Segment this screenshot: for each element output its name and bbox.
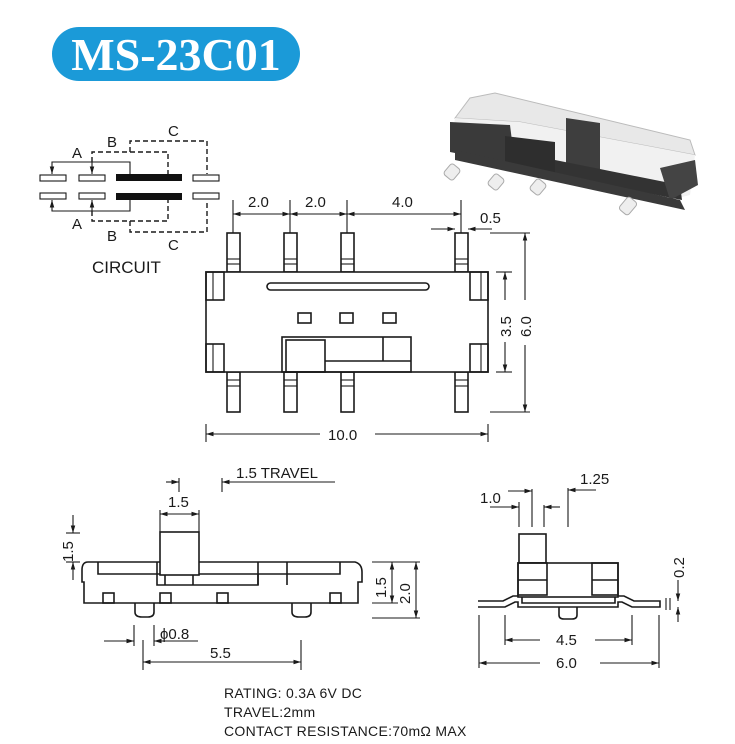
length-label: 10.0 [328,427,357,444]
pitch-dim-label: 4.0 [392,194,413,211]
terminal-a-label: A [72,216,82,233]
rating-spec: RATING: 0.3A 6V DC [224,685,362,701]
top-view-drawing: 2.0 2.0 4.0 0.5 3.5 6.0 10.0 [205,194,535,444]
body-depth-label: 3.5 [498,316,515,337]
terminal-c-label: C [168,123,179,140]
travel-spec: TRAVEL:2mm [224,704,315,720]
pins [226,232,469,413]
circuit-diagram: A B C A B C CIRCUIT [39,123,220,277]
end-view-drawing: 1.0 1.25 0.2 4.5 6.0 [478,471,688,672]
side-view-drawing: 1.5 TRAVEL 1.5 1.5 1.5 2.0 ϕ0.8 5.5 [60,465,420,670]
terminal-b-label: B [107,134,117,151]
overall-width-label: 6.0 [556,655,577,672]
pitch-dim-label: 2.0 [248,194,269,211]
contact-resistance-spec: CONTACT RESISTANCE:70mΩ MAX [224,723,467,739]
pitch-dim-label: 2.0 [305,194,326,211]
actuator-height-label: 1.5 [60,541,77,562]
circuit-label: CIRCUIT [92,258,161,277]
offset-label: 1.25 [580,471,609,488]
terminal-b-label: B [107,228,117,245]
product-title: MS-23C01 [71,29,281,80]
travel-label: 1.5 TRAVEL [236,465,318,482]
peg-spacing-label: 5.5 [210,645,231,662]
title-badge: MS-23C01 [52,27,300,81]
peg-diameter-label: ϕ0.8 [160,626,189,643]
terminal-c-label: C [168,237,179,254]
lead-thickness-label: 0.2 [671,557,688,578]
body-height-label: 1.5 [373,577,390,598]
actuator-thickness-label: 1.0 [480,490,501,507]
specifications: RATING: 0.3A 6V DC TRAVEL:2mm CONTACT RE… [224,685,467,739]
terminal-a-label: A [72,145,82,162]
body-width-label: 4.5 [556,632,577,649]
overall-height-label: 2.0 [397,583,414,604]
product-photo [443,92,698,216]
pin-width-label: 0.5 [480,210,501,227]
overall-depth-label: 6.0 [518,316,535,337]
actuator-width-label: 1.5 [168,494,189,511]
